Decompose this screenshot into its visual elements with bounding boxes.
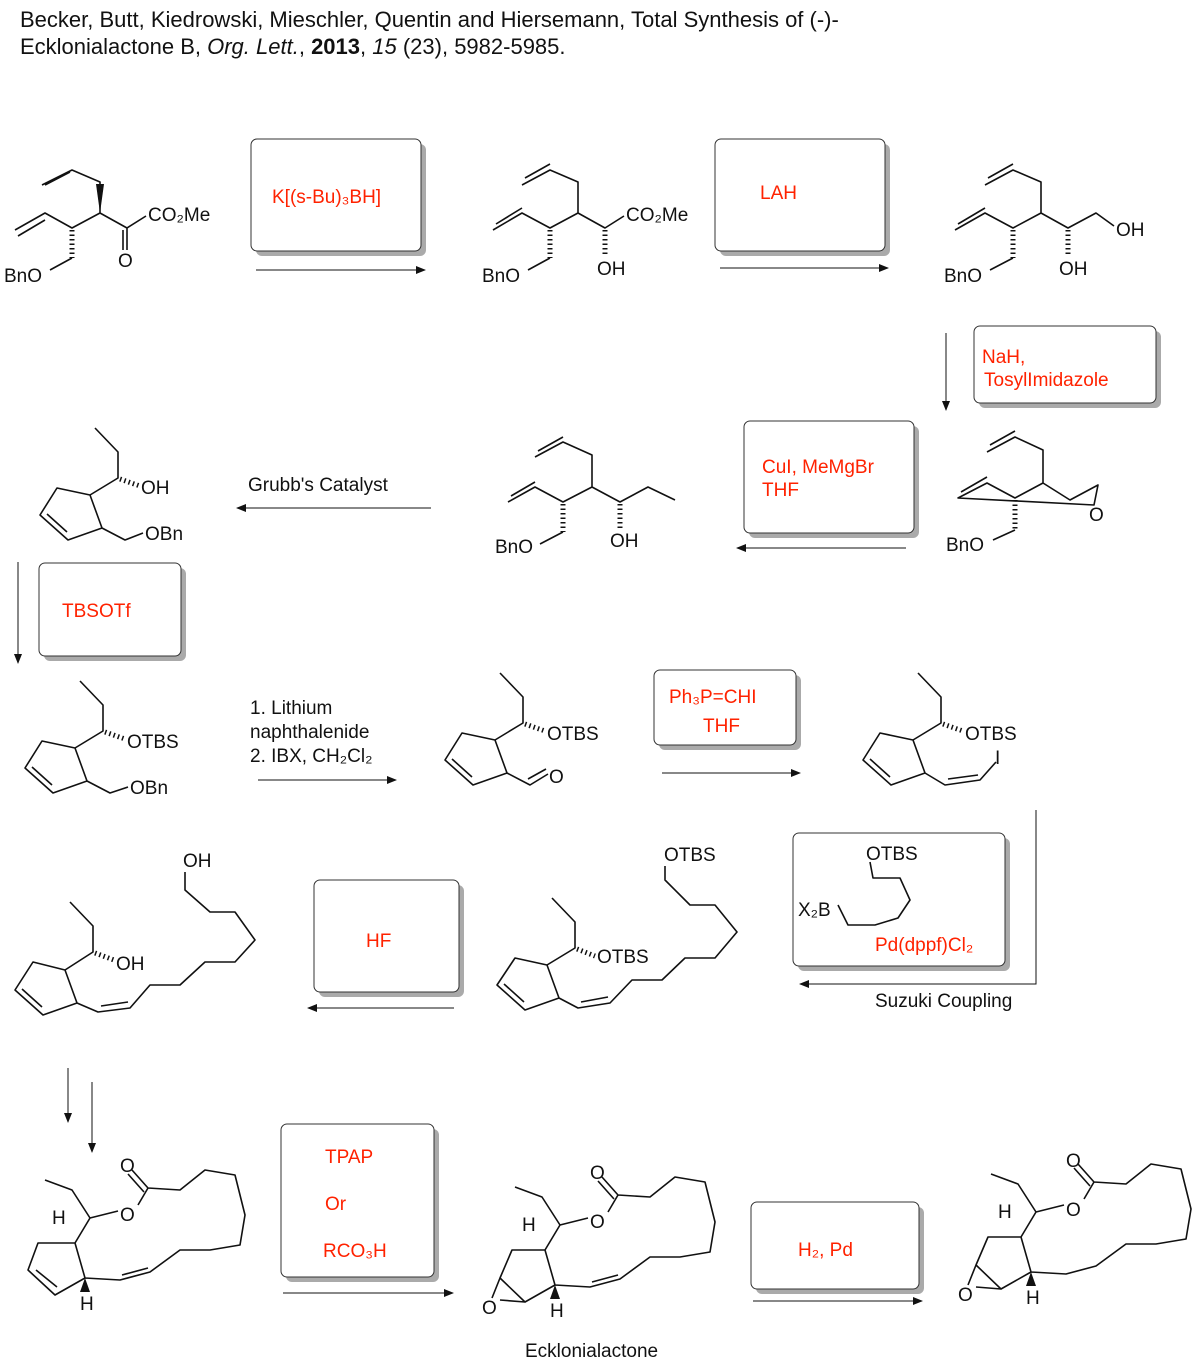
- svg-text:BnO: BnO: [4, 266, 42, 287]
- svg-text:O: O: [120, 1156, 135, 1177]
- grubbs-label: Grubb's Catalyst: [248, 475, 389, 496]
- reagent-box-lah: LAH: [714, 138, 890, 256]
- svg-text:H: H: [998, 1202, 1012, 1223]
- reagent-box-nah: NaH,TosylImidazole: [973, 325, 1161, 408]
- svg-text:BnO: BnO: [495, 537, 533, 558]
- svg-text:O: O: [549, 767, 564, 788]
- reagent-box-wittig: Ph₃P=CHI THF: [653, 669, 801, 750]
- reaction-arrows: [14, 264, 1037, 1305]
- svg-text:RCO₃H: RCO₃H: [323, 1241, 387, 1262]
- reagent-box-selectride: K[(s-Bu)₃BH]: [250, 138, 426, 256]
- svg-text:O: O: [1066, 1200, 1081, 1221]
- svg-text:THF: THF: [762, 480, 799, 501]
- svg-text:O: O: [1066, 1151, 1081, 1172]
- molecule-alcohol: OH BnO: [495, 436, 676, 558]
- product-label: Ecklonialactone: [525, 1341, 658, 1362]
- svg-text:OTBS: OTBS: [127, 732, 179, 753]
- svg-text:H: H: [550, 1301, 564, 1322]
- svg-text:Ph₃P=CHI: Ph₃P=CHI: [669, 687, 756, 708]
- svg-text:OH: OH: [116, 954, 145, 975]
- svg-text:BnO: BnO: [482, 266, 520, 287]
- svg-text:O: O: [120, 1205, 135, 1226]
- svg-text:Pd(dppf)Cl₂: Pd(dppf)Cl₂: [875, 935, 973, 956]
- molecule-vinyl-iodide: OTBS I: [862, 672, 1017, 786]
- svg-text:OTBS: OTBS: [597, 947, 649, 968]
- svg-text:THF: THF: [703, 716, 740, 737]
- svg-text:Or: Or: [325, 1194, 347, 1215]
- svg-text:TPAP: TPAP: [325, 1147, 373, 1168]
- molecule-epoxide: O BnO: [946, 430, 1104, 556]
- molecule-macrolactone: O O H H: [27, 1156, 246, 1315]
- molecule-diol: OH OH BnO: [944, 163, 1145, 287]
- svg-text:OTBS: OTBS: [664, 845, 716, 866]
- svg-text:OTBS: OTBS: [866, 844, 918, 865]
- svg-text:BnO: BnO: [946, 535, 984, 556]
- svg-text:OH: OH: [1116, 220, 1145, 241]
- svg-text:H₂, Pd: H₂, Pd: [798, 1240, 853, 1261]
- svg-text:OBn: OBn: [130, 778, 168, 799]
- molecule-bis-tbs: OTBS OTBS: [496, 845, 738, 1011]
- suzuki-label: Suzuki Coupling: [875, 991, 1012, 1012]
- svg-text:OTBS: OTBS: [965, 724, 1017, 745]
- li-naph-label-2: naphthalenide: [250, 722, 369, 743]
- svg-text:OH: OH: [1059, 259, 1088, 280]
- svg-text:H: H: [1026, 1288, 1040, 1309]
- svg-text:O: O: [958, 1285, 973, 1306]
- svg-text:OH: OH: [610, 531, 639, 552]
- molecule-epoxy-lactone: O O H O H: [482, 1163, 716, 1322]
- svg-text:OTBS: OTBS: [547, 724, 599, 745]
- svg-text:O: O: [482, 1298, 497, 1319]
- svg-text:H: H: [52, 1208, 66, 1229]
- svg-text:HF: HF: [366, 931, 391, 952]
- svg-text:X₂B: X₂B: [798, 900, 831, 921]
- svg-text:NaH,: NaH,: [982, 347, 1025, 368]
- svg-text:CO₂Me: CO₂Me: [626, 205, 688, 226]
- molecule-aldehyde: OTBS O: [444, 672, 599, 788]
- svg-text:O: O: [590, 1212, 605, 1233]
- reagent-box-suzuki: OTBS X₂B Pd(dppf)Cl₂: [792, 832, 1010, 971]
- molecule-ecklonialactone-b: O O H O H: [958, 1151, 1192, 1309]
- citation: Becker, Butt, Kiedrowski, Mieschler, Que…: [20, 7, 839, 59]
- molecule-cyclopentene-oh: OH OBn: [39, 427, 183, 545]
- molecule-diol-chain: OH OH: [14, 851, 256, 1016]
- svg-text:TosylImidazole: TosylImidazole: [984, 370, 1109, 391]
- li-naph-label-1: 1. Lithium: [250, 698, 332, 719]
- svg-text:OH: OH: [597, 259, 626, 280]
- svg-text:O: O: [1089, 505, 1104, 526]
- svg-text:O: O: [590, 1163, 605, 1184]
- svg-text:CuI, MeMgBr: CuI, MeMgBr: [762, 457, 875, 478]
- svg-text:TBSOTf: TBSOTf: [62, 601, 131, 622]
- svg-text:CO₂Me: CO₂Me: [148, 205, 210, 226]
- svg-text:H: H: [522, 1215, 536, 1236]
- svg-text:O: O: [118, 251, 133, 272]
- reagent-box-hydrogenation: H₂, Pd: [750, 1201, 924, 1294]
- svg-text:LAH: LAH: [760, 183, 797, 204]
- svg-text:OBn: OBn: [145, 524, 183, 545]
- svg-text:BnO: BnO: [944, 266, 982, 287]
- reagent-box-hf: HF: [313, 879, 464, 997]
- svg-text:OH: OH: [141, 478, 170, 499]
- ibx-label: 2. IBX, CH₂Cl₂: [250, 746, 372, 767]
- molecule-tbs-ether: OTBS OBn: [24, 680, 179, 799]
- svg-text:OH: OH: [183, 851, 212, 872]
- reagent-box-tbsotf: TBSOTf: [38, 562, 186, 661]
- svg-text:K[(s-Bu)₃BH]: K[(s-Bu)₃BH]: [272, 187, 381, 208]
- svg-text:I: I: [995, 748, 1000, 769]
- svg-text:H: H: [80, 1294, 94, 1315]
